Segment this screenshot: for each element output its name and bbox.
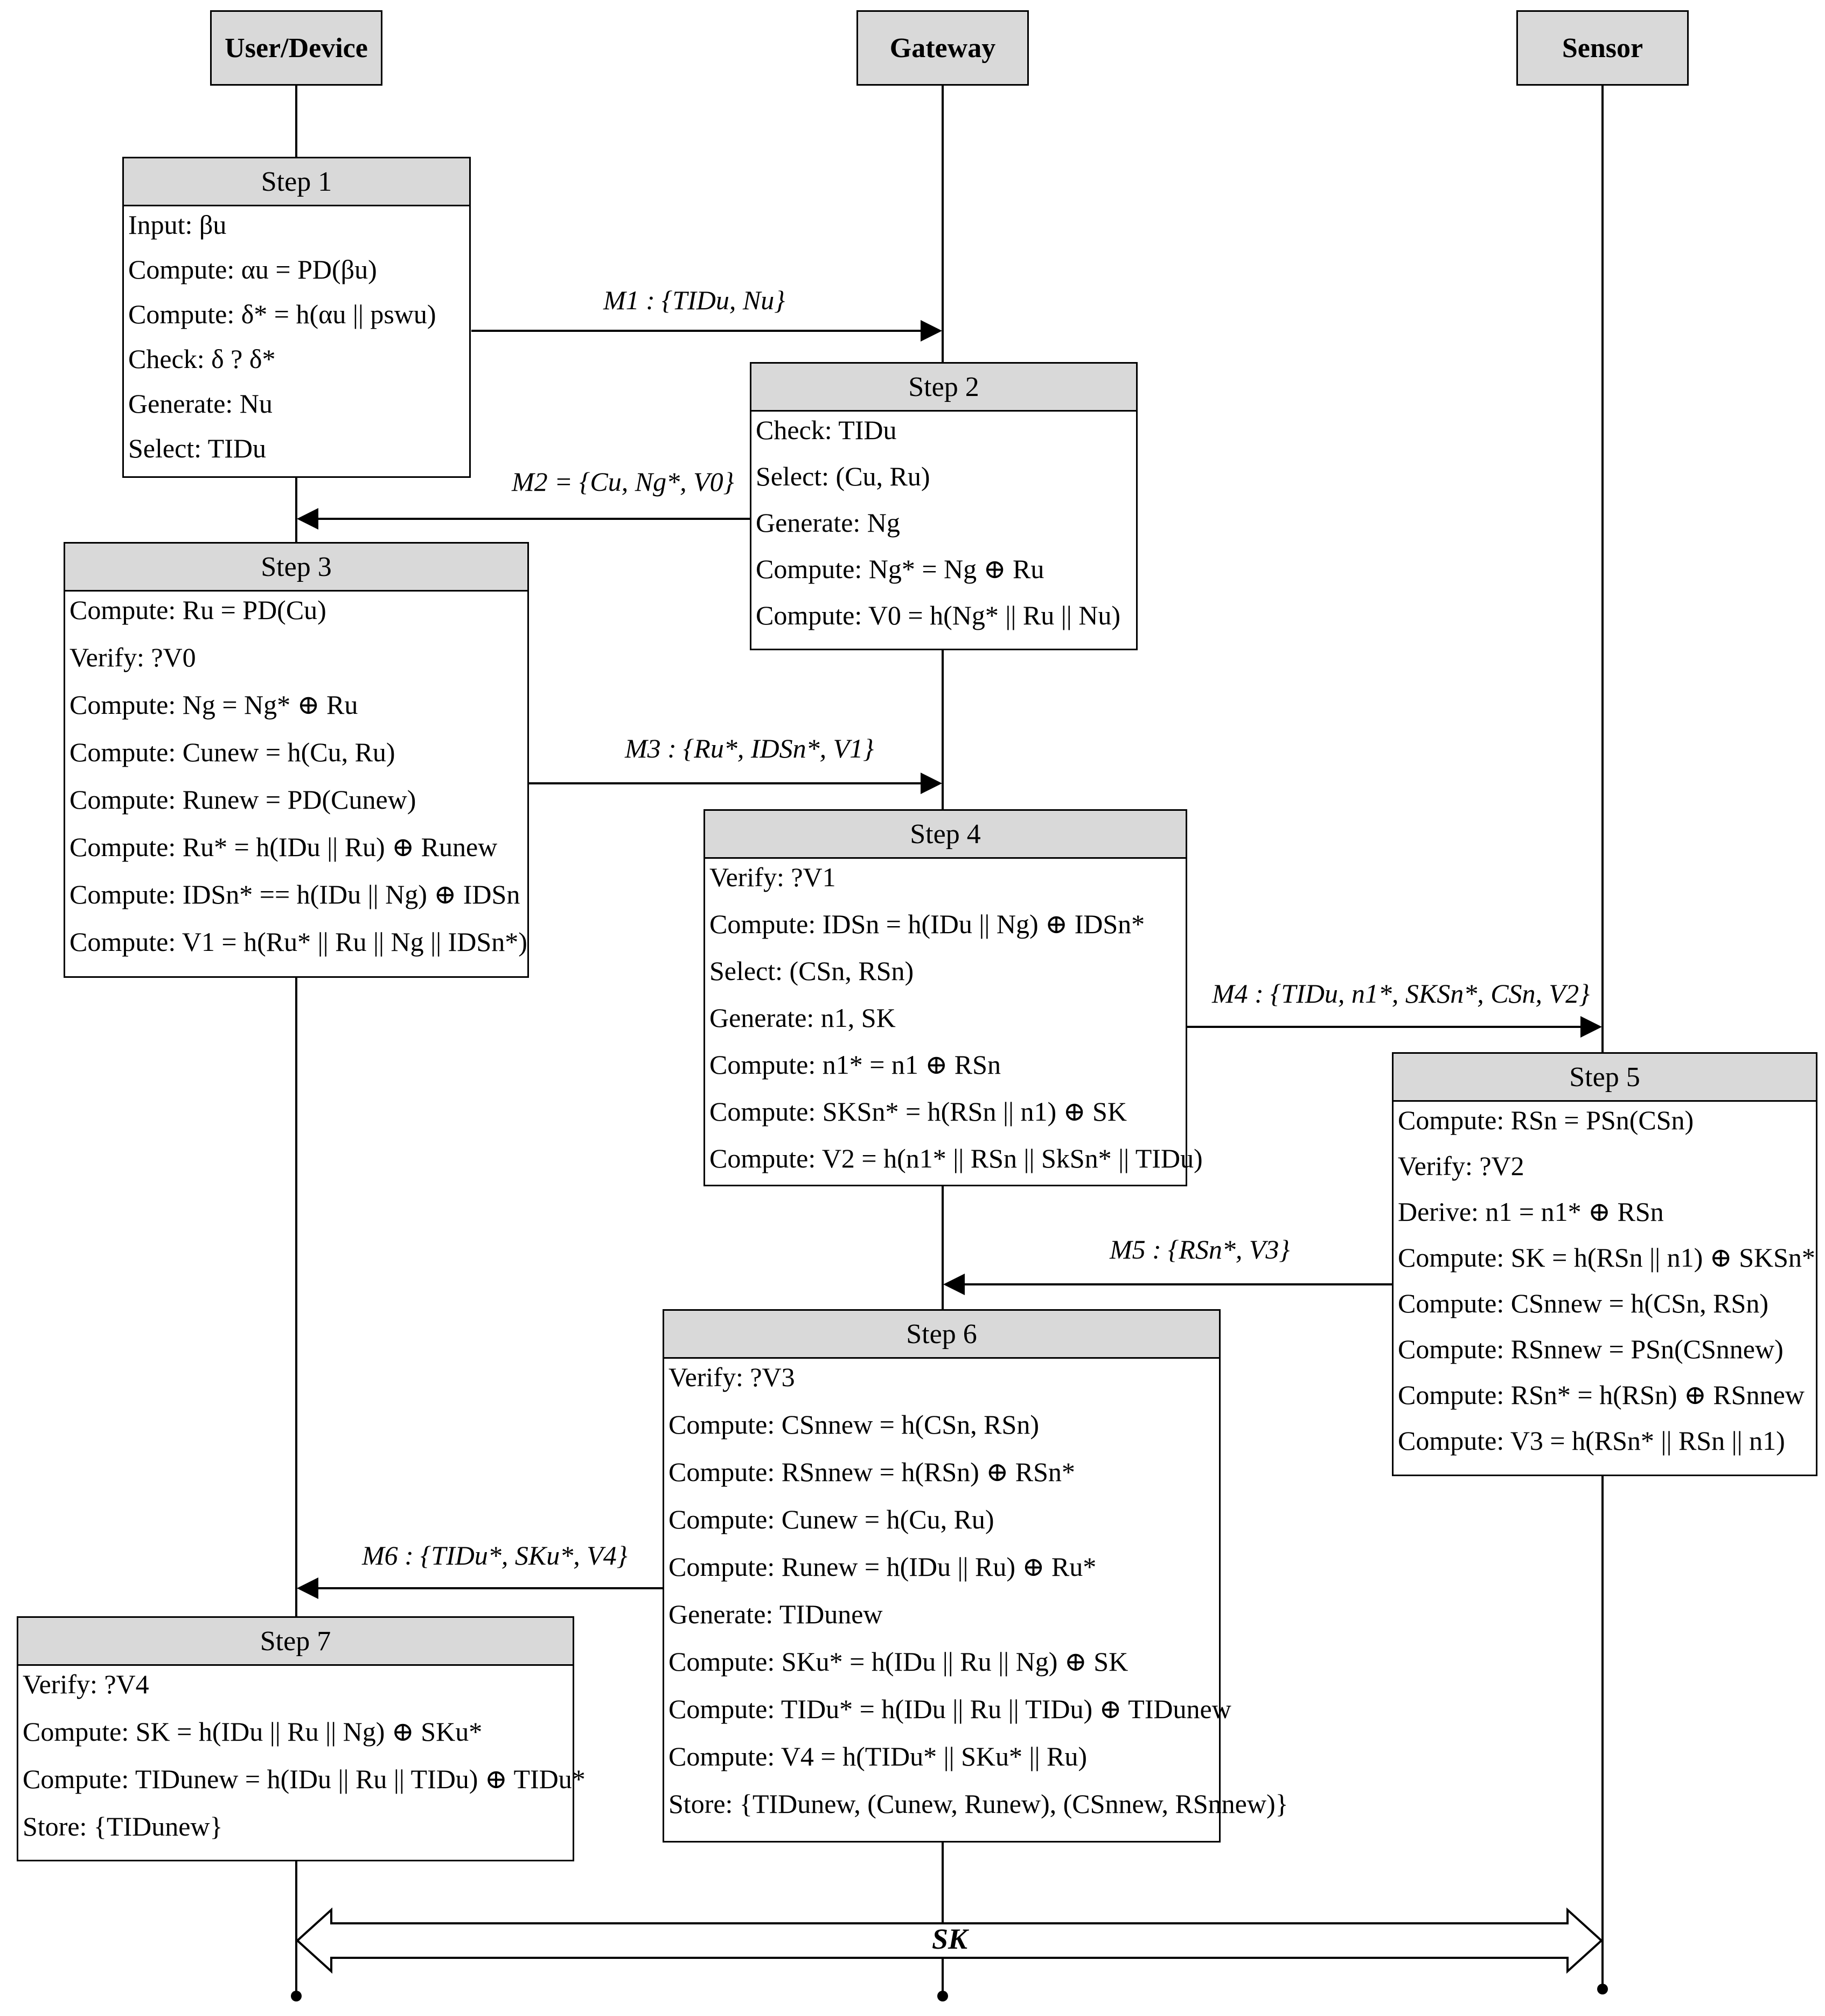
step-4-line: Verify: ?V1	[709, 862, 836, 892]
step-3-line: Compute: V1 = h(Ru* || Ru || Ng || IDSn*…	[69, 927, 527, 957]
step-5-line: Compute: RSnnew = PSn(CSnnew)	[1398, 1334, 1784, 1364]
step-2-line: Compute: Ng* = Ng ⊕ Ru	[756, 554, 1044, 584]
step-3-line: Compute: Ru* = h(IDu || Ru) ⊕ Runew	[69, 832, 498, 862]
step-1-box: Step 1 Input: βu Compute: αu = PD(βu) Co…	[122, 157, 471, 478]
step-4-line: Select: (CSn, RSn)	[709, 956, 914, 986]
message-label-m3: M3 : {Ru*, IDSn*, V1}	[625, 733, 874, 763]
step-7-title: Step 7	[18, 1618, 573, 1666]
step-4-title: Step 4	[705, 811, 1186, 859]
step-7-line: Compute: TIDunew = h(IDu || Ru || TIDu) …	[23, 1764, 586, 1794]
step-6-title: Step 6	[664, 1311, 1219, 1359]
message-label-m2: M2 = {Cu, Ng*, V0}	[512, 467, 734, 497]
step-1-title: Step 1	[124, 158, 469, 206]
message-label-m1: M1 : {TIDu, Nu}	[603, 285, 785, 315]
step-7-box: Step 7 Verify: ?V4 Compute: SK = h(IDu |…	[17, 1616, 586, 1861]
step-5-line: Verify: ?V2	[1398, 1151, 1524, 1181]
step-3-line: Compute: Ng = Ng* ⊕ Ru	[69, 690, 358, 720]
step-1-line: Compute: αu = PD(βu)	[128, 254, 377, 284]
step-4-line: Compute: V2 = h(n1* || RSn || SkSn* || T…	[709, 1143, 1203, 1173]
actor-gateway: Gateway	[856, 10, 1029, 86]
step-5-line: Compute: V3 = h(RSn* || RSn || n1)	[1398, 1426, 1785, 1456]
step-6-line: Compute: V4 = h(TIDu* || SKu* || Ru)	[668, 1741, 1088, 1771]
step-2-line: Select: (Cu, Ru)	[756, 461, 930, 491]
step-2-box: Step 2 Check: TIDu Select: (Cu, Ru) Gene…	[750, 362, 1138, 650]
step-7-line: Store: {TIDunew}	[23, 1811, 223, 1841]
step-2-title: Step 2	[751, 364, 1136, 412]
step-6-line: Compute: TIDu* = h(IDu || Ru || TIDu) ⊕ …	[668, 1694, 1231, 1724]
step-3-line: Compute: Cunew = h(Cu, Ru)	[69, 737, 395, 767]
step-7-line: Compute: SK = h(IDu || Ru || Ng) ⊕ SKu*	[23, 1716, 483, 1747]
step-5-line: Compute: RSn* = h(RSn) ⊕ RSnnew	[1398, 1380, 1805, 1410]
actor-user-device: User/Device	[210, 10, 382, 86]
step-6-line: Verify: ?V3	[668, 1362, 795, 1392]
message-label-m5: M5 : {RSn*, V3}	[1110, 1234, 1290, 1264]
step-3-line: Compute: Ru = PD(Cu)	[69, 595, 326, 625]
step-3-box: Step 3 Compute: Ru = PD(Cu) Verify: ?V0 …	[64, 542, 529, 978]
step-2-line: Check: TIDu	[756, 415, 897, 445]
step-4-line: Compute: IDSn = h(IDu || Ng) ⊕ IDSn*	[709, 909, 1145, 939]
step-5-line: Derive: n1 = n1* ⊕ RSn	[1398, 1197, 1664, 1227]
step-1-line: Select: TIDu	[128, 433, 266, 463]
step-6-line: Compute: RSnnew = h(RSn) ⊕ RSn*	[668, 1457, 1075, 1487]
step-6-line: Store: {TIDunew, (Cunew, Runew), (CSnnew…	[668, 1789, 1288, 1819]
step-6-line: Compute: SKu* = h(IDu || Ru || Ng) ⊕ SK	[668, 1646, 1129, 1677]
step-4-line: Generate: n1, SK	[709, 1003, 896, 1033]
shared-key-label: SK	[932, 1923, 968, 1955]
gateway-lifeline-end	[937, 1991, 948, 2001]
step-6-line: Compute: Runew = h(IDu || Ru) ⊕ Ru*	[668, 1552, 1097, 1582]
step-4-line: Compute: n1* = n1 ⊕ RSn	[709, 1049, 1001, 1080]
step-2-line: Compute: V0 = h(Ng* || Ru || Nu)	[756, 600, 1121, 630]
step-1-line: Check: δ ? δ*	[128, 344, 276, 374]
message-label-m6: M6 : {TIDu*, SKu*, V4}	[362, 1540, 628, 1570]
step-5-title: Step 5	[1394, 1054, 1816, 1102]
step-1-line: Input: βu	[128, 210, 227, 240]
step-1-line: Generate: Nu	[128, 388, 273, 419]
step-6-line: Compute: CSnnew = h(CSn, RSn)	[668, 1409, 1039, 1440]
user-device-lifeline-end	[291, 1991, 302, 2001]
step-2-line: Generate: Ng	[756, 508, 900, 538]
shared-key-double-arrow	[296, 1907, 1603, 1974]
step-6-box: Step 6 Verify: ?V3 Compute: CSnnew = h(C…	[663, 1309, 1288, 1843]
step-3-line: Verify: ?V0	[69, 642, 196, 672]
step-6-line: Generate: TIDunew	[668, 1599, 883, 1629]
step-5-line: Compute: SK = h(RSn || n1) ⊕ SKSn*	[1398, 1242, 1815, 1273]
step-5-line: Compute: RSn = PSn(CSn)	[1398, 1105, 1694, 1135]
step-1-line: Compute: δ* = h(αu || pswu)	[128, 299, 436, 329]
step-5-box: Step 5 Compute: RSn = PSn(CSn) Verify: ?…	[1392, 1052, 1817, 1476]
step-3-line: Compute: IDSn* == h(IDu || Ng) ⊕ IDSn	[69, 879, 520, 909]
step-4-box: Step 4 Verify: ?V1 Compute: IDSn = h(IDu…	[703, 809, 1203, 1186]
step-5-line: Compute: CSnnew = h(CSn, RSn)	[1398, 1288, 1768, 1318]
step-3-line: Compute: Runew = PD(Cunew)	[69, 784, 416, 815]
actor-sensor: Sensor	[1516, 10, 1689, 86]
message-label-m4: M4 : {TIDu, n1*, SKSn*, CSn, V2}	[1212, 978, 1590, 1009]
step-4-line: Compute: SKSn* = h(RSn || n1) ⊕ SK	[709, 1096, 1127, 1127]
step-7-line: Verify: ?V4	[23, 1669, 149, 1699]
sensor-lifeline-end	[1597, 1984, 1608, 1994]
step-6-line: Compute: Cunew = h(Cu, Ru)	[668, 1504, 994, 1534]
step-3-title: Step 3	[65, 544, 527, 592]
